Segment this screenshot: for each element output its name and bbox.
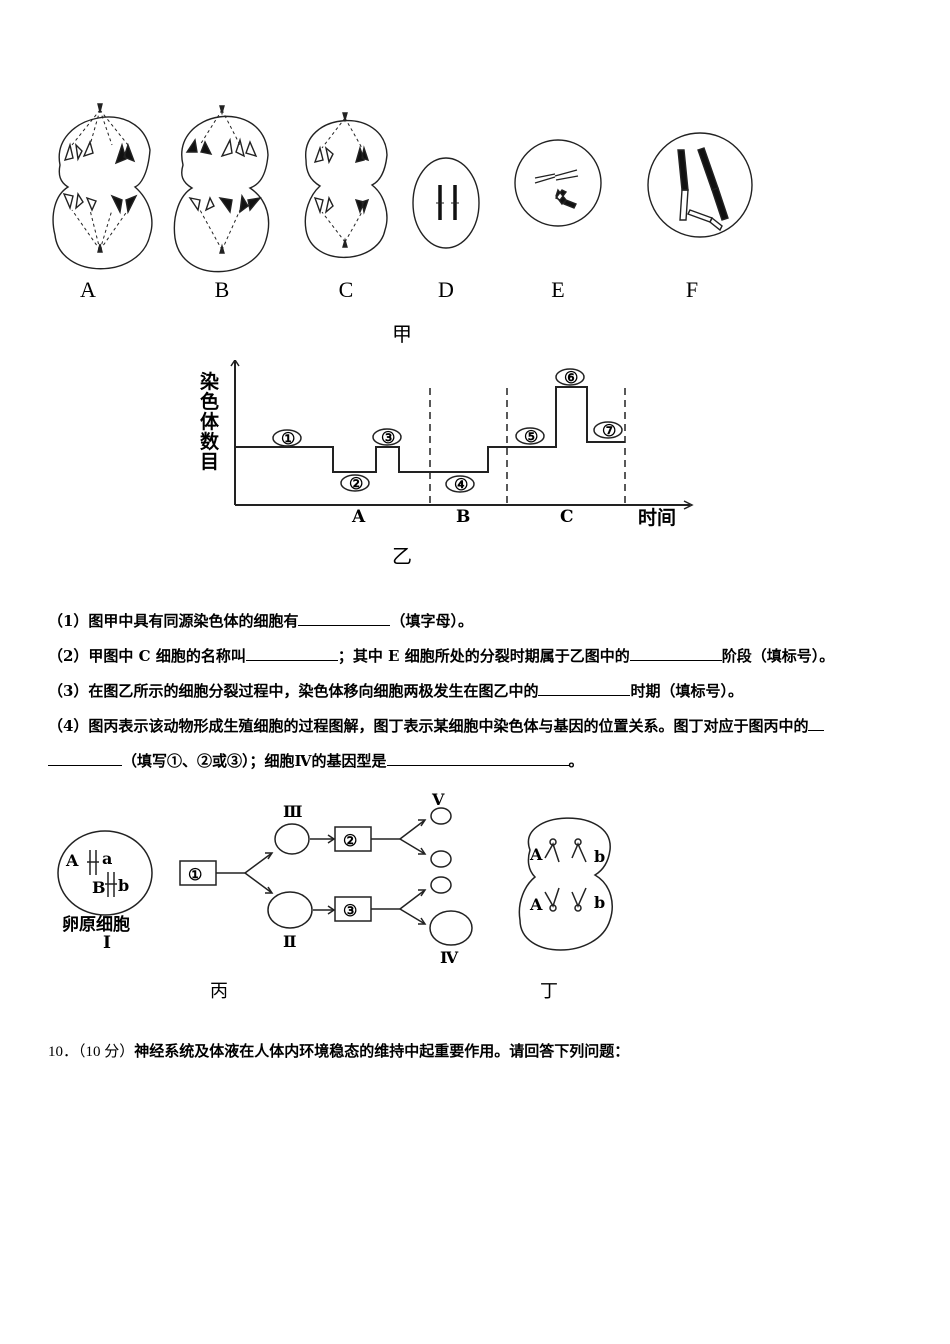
cell-v <box>430 807 452 825</box>
yi-phase-c: C <box>560 507 574 527</box>
yi-y-label-3: 数 <box>200 430 220 453</box>
bing-gene-B: B <box>92 878 106 897</box>
q4-blank-1b[interactable] <box>48 751 122 766</box>
q2-text-b: ；其中 E 细胞所处的分裂时期属于乙图中的 <box>337 647 630 665</box>
question-4-line2: （填写①、②或③）；细胞Ⅳ的基因型是 。 <box>48 750 584 771</box>
yi-x-label: 时间 <box>638 507 676 529</box>
question-2: （2）甲图中 C 细胞的名称叫 ；其中 E 细胞所处的分裂时期属于乙图中的 阶段（填… <box>48 645 834 666</box>
ding-gene-A-bottom: A <box>529 895 543 914</box>
q4-text-c: 。 <box>568 752 584 770</box>
cell-label-f: F <box>685 277 699 302</box>
cell-iv <box>429 910 473 946</box>
q10-text: 神经系统及体液在人体内环境稳态的维持中起重要作用。请回答下列问题： <box>134 1042 630 1060</box>
yi-y-label-2: 体 <box>200 410 220 433</box>
question-10: 10．（10 分）神经系统及体液在人体内环境稳态的维持中起重要作用。请回答下列问… <box>48 1040 629 1061</box>
q4-text-b: （填写①、②或③）；细胞Ⅳ的基因型是 <box>122 752 387 770</box>
yi-seg-2: ② <box>349 474 363 493</box>
ding-gene-b-top: b <box>594 847 605 866</box>
figure-jia-caption: 甲 <box>392 322 412 346</box>
bing-step-2: ② <box>343 831 357 850</box>
figure-ding-caption: 丁 <box>540 981 558 1002</box>
ding-gene-A-top: A <box>529 845 543 864</box>
yi-phase-labels: A B C <box>351 507 574 527</box>
yi-seg-6: ⑥ <box>564 368 578 387</box>
cell-label-a: A <box>80 277 96 302</box>
cell-f-drawing <box>647 132 753 238</box>
label-cell-iii: Ⅲ <box>283 802 302 821</box>
q4-text-a: （4）图丙表示该动物形成生殖细胞的过程图解，图丁表示某细胞中染色体与基因的位置关… <box>48 717 809 735</box>
q4-blank-1a[interactable] <box>808 716 825 731</box>
yi-seg-5: ⑤ <box>524 427 538 446</box>
yi-y-label-1: 色 <box>200 390 219 413</box>
question-3: （3）在图乙所示的细胞分裂过程中，染色体移向细胞两极发生在图乙中的 时期（填标号）… <box>48 680 743 701</box>
cell-c-drawing <box>304 112 388 259</box>
q2-text-a: （2）甲图中 C 细胞的名称叫 <box>48 647 246 665</box>
oocyte-label-2: I <box>103 933 111 953</box>
label-cell-v: Ⅴ <box>431 790 445 809</box>
yi-seg-3: ③ <box>381 428 395 447</box>
figure-jia <box>52 103 753 273</box>
q3-text-a: （3）在图乙所示的细胞分裂过程中，染色体移向细胞两极发生在图乙中的 <box>48 682 539 700</box>
q10-number: 10．（10 分） <box>48 1044 135 1060</box>
bing-gene-b: b <box>118 876 129 895</box>
yi-step-line <box>235 386 625 473</box>
yi-y-label-4: 目 <box>200 451 219 473</box>
bing-step-3: ③ <box>343 901 357 920</box>
q3-blank[interactable] <box>538 681 631 696</box>
yi-segment-labels: ① ② ③ ④ ⑤ ⑥ ⑦ <box>272 368 623 494</box>
yi-phase-b: B <box>456 507 470 527</box>
question-4-line1: （4）图丙表示该动物形成生殖细胞的过程图解，图丁表示某细胞中染色体与基因的位置关… <box>48 715 825 736</box>
bing-gene-a: a <box>102 849 112 868</box>
label-cell-iv: Ⅳ <box>440 948 459 967</box>
yi-seg-4: ④ <box>454 475 468 494</box>
bing-step-1: ① <box>188 865 202 884</box>
question-1: （1）图甲中具有同源染色体的细胞有 （填字母）。 <box>48 610 473 631</box>
cell-label-e: E <box>551 277 565 302</box>
q2-text-c: 阶段（填标号）。 <box>721 647 835 665</box>
cell-label-d: D <box>438 277 454 302</box>
label-cell-ii: Ⅱ <box>283 932 296 951</box>
ding-gene-b-bottom: b <box>594 893 605 912</box>
figure-bing-caption: 丙 <box>210 981 228 1002</box>
yi-seg-1: ① <box>281 429 295 448</box>
cell-a-drawing <box>52 103 153 270</box>
yi-seg-7: ⑦ <box>602 421 616 440</box>
oocyte-cell <box>57 830 153 916</box>
q2-blank-1[interactable] <box>245 646 338 661</box>
cell-label-b: B <box>214 277 230 302</box>
yi-phase-a: A <box>351 507 366 527</box>
oocyte-label-1: 卵原细胞 <box>62 914 130 935</box>
cell-ii <box>267 891 313 929</box>
figure-yi: 染 色 体 数 目 ① ② ③ ④ ⑤ ⑥ ⑦ A B C 时间 乙 <box>200 360 694 568</box>
q1-text-b: （填字母）。 <box>390 612 473 630</box>
q3-text-b: 时期（填标号）。 <box>630 682 743 700</box>
figure-ding-drawing <box>518 817 613 951</box>
cell-label-c: C <box>338 277 354 302</box>
figure-bing: A a B b 卵原细胞 I ① ② ③ Ⅲ Ⅱ Ⅴ Ⅳ 丙 A b A b 丁 <box>57 790 613 1002</box>
cell-iii <box>274 823 310 855</box>
yi-y-label: 染 色 体 数 目 <box>200 370 220 473</box>
cell-e-drawing <box>514 139 602 227</box>
yi-y-label-0: 染 <box>200 370 219 393</box>
figure-yi-caption: 乙 <box>392 544 412 568</box>
q4-blank-2[interactable] <box>386 751 569 766</box>
q2-blank-2[interactable] <box>629 646 722 661</box>
bing-gene-A: A <box>65 851 79 870</box>
cell-d-drawing <box>412 157 480 249</box>
cell-b-drawing <box>173 105 270 273</box>
q1-text-a: （1）图甲中具有同源染色体的细胞有 <box>48 612 299 630</box>
q1-blank[interactable] <box>298 611 391 626</box>
